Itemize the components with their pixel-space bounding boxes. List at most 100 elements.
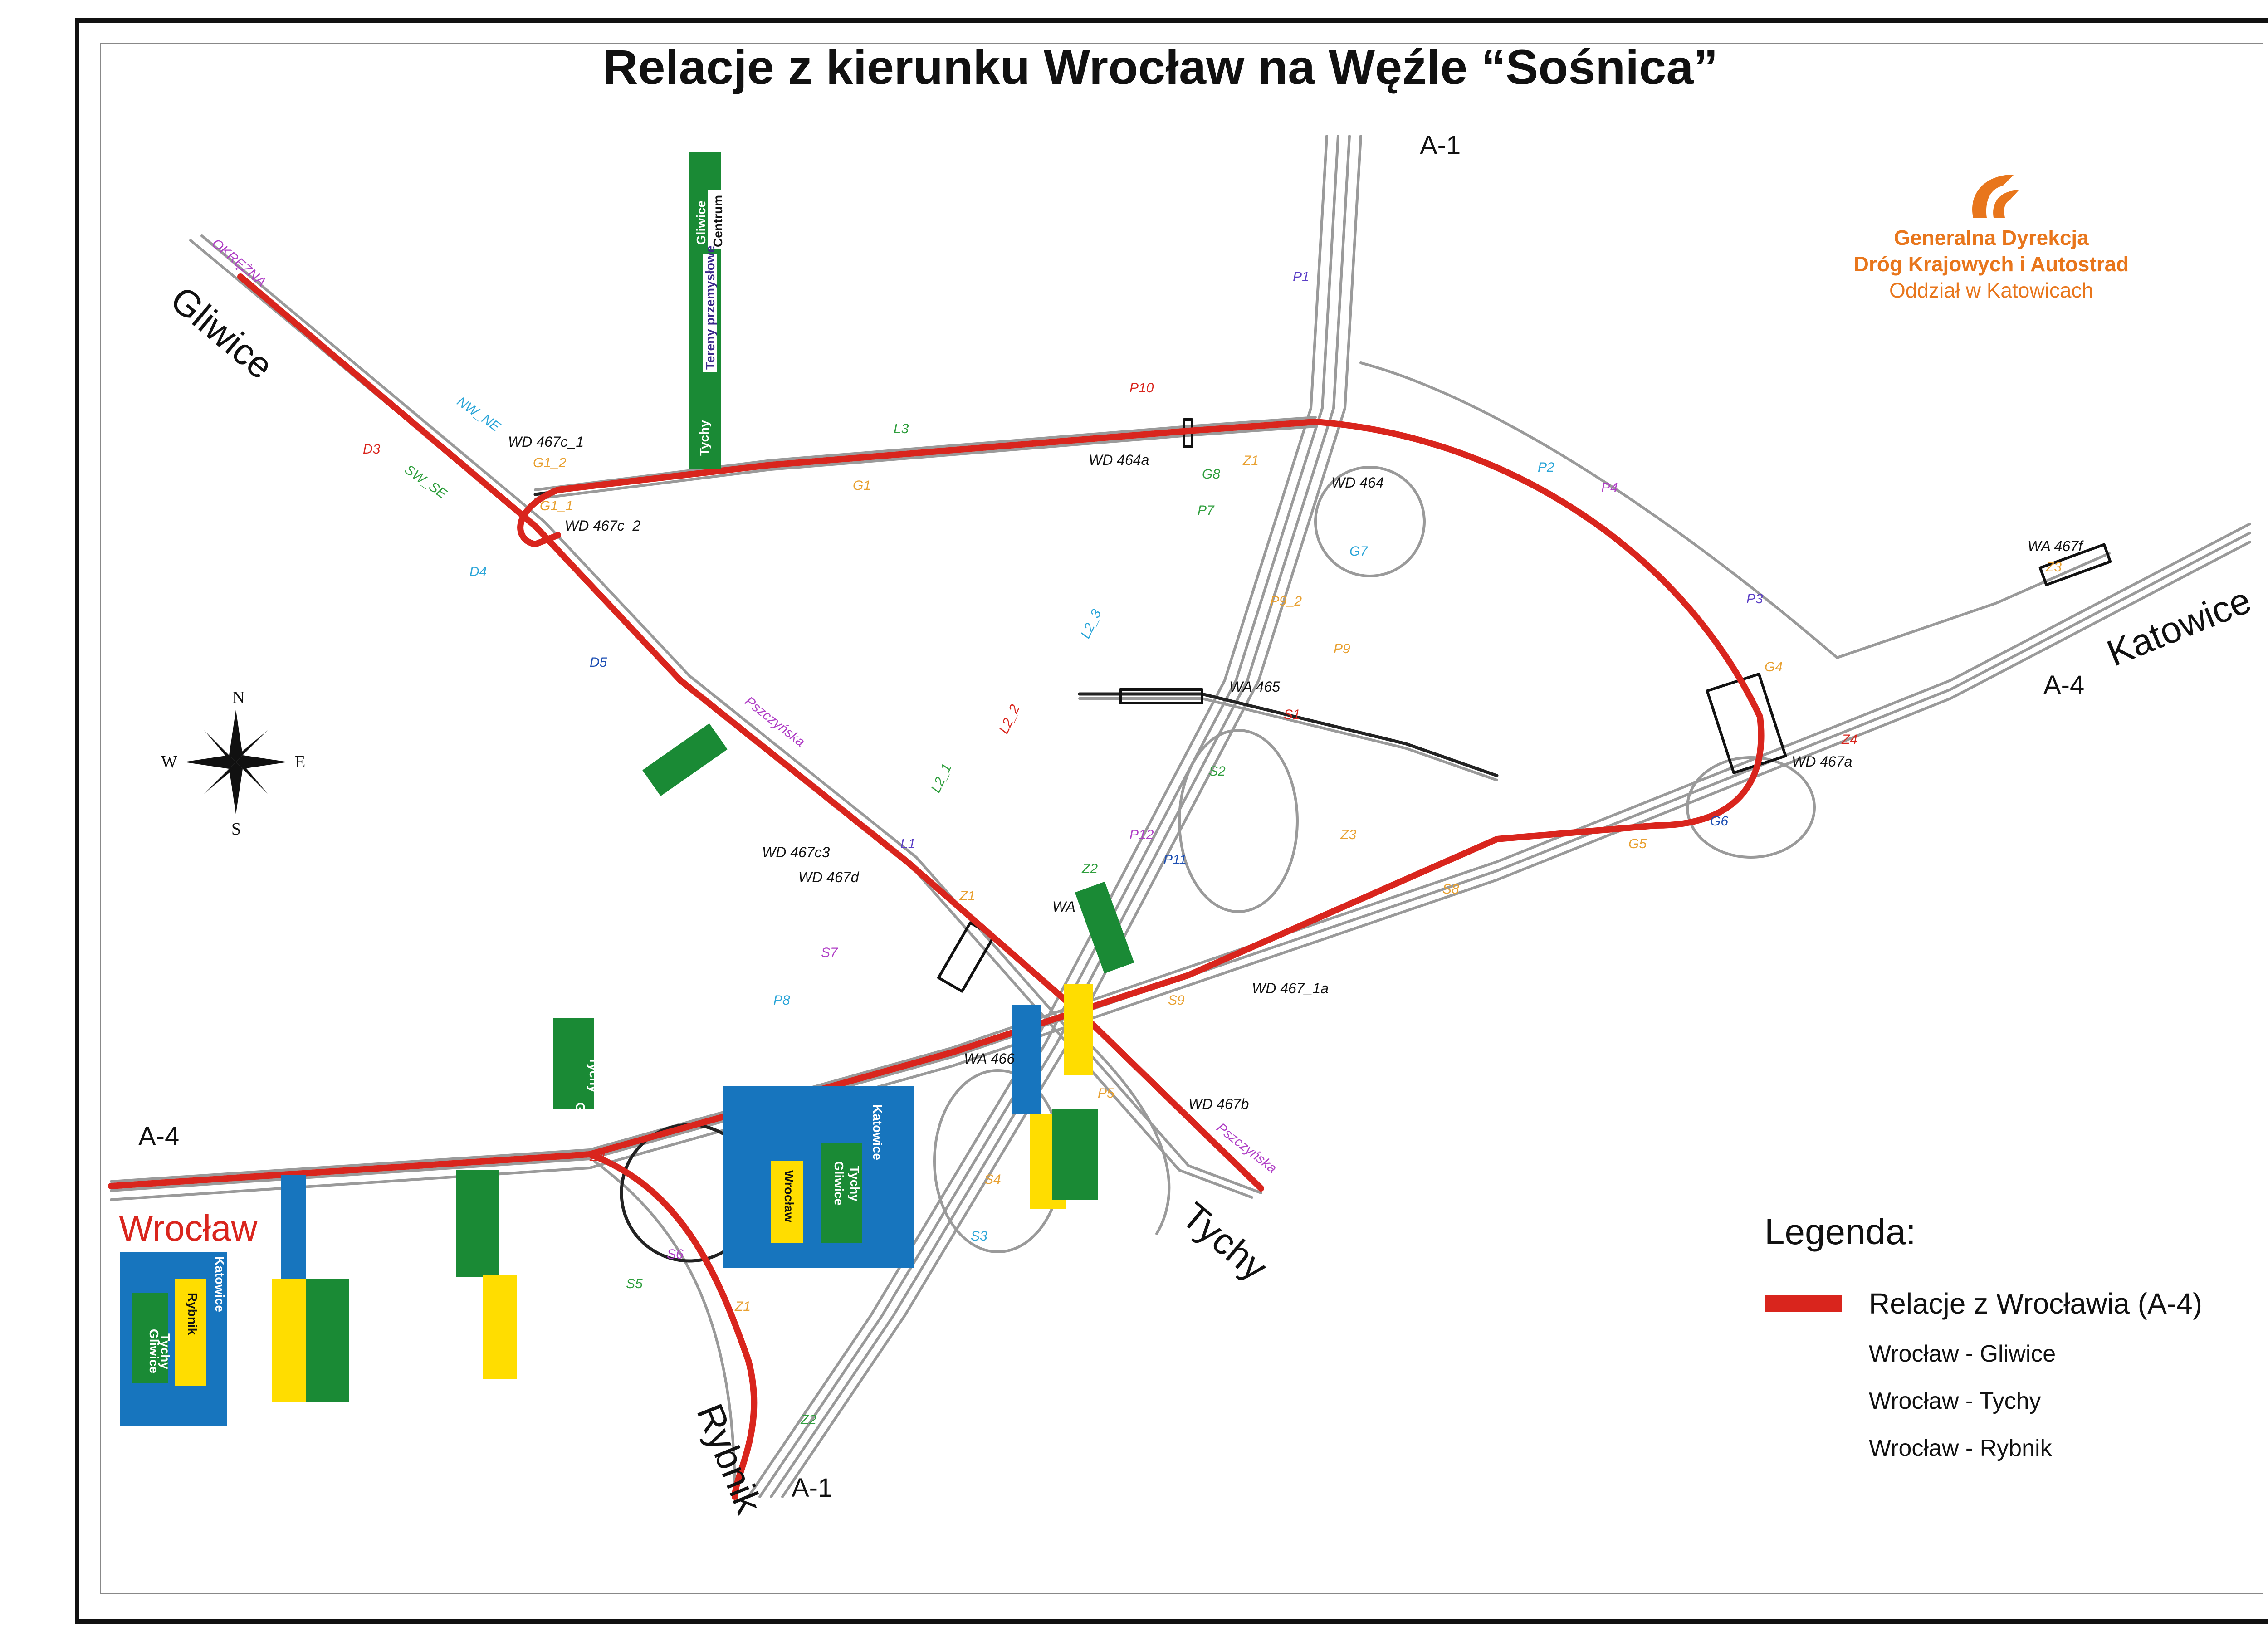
sign-gliwice-north: Gliwice	[694, 200, 708, 245]
ramp-s8: S8	[1442, 882, 1459, 897]
ramp-p2: P2	[1538, 460, 1554, 475]
ramp-l1: L1	[900, 836, 915, 851]
gddkia-logo-icon	[1972, 175, 2019, 218]
ramp-s1: S1	[1284, 707, 1300, 722]
sign-tychy-west2: Tychy	[158, 1333, 172, 1369]
ramp-l3: L3	[894, 421, 909, 436]
label-wd467-1a: WD 467_1a	[1252, 980, 1329, 996]
logo-line-1: Generalna Dyrekcja	[1894, 226, 2089, 249]
legend-item: Wrocław - Rybnik	[1869, 1435, 2052, 1461]
ramp-z1-a: Z1	[1242, 453, 1259, 468]
city-rybnik: Rybnik	[689, 1398, 770, 1519]
ramp-g1-2: G1_2	[533, 455, 567, 470]
map-frame	[75, 18, 2268, 1624]
sign-katowice-large: Katowice	[870, 1104, 885, 1160]
compass-w-label: W	[161, 752, 177, 772]
legend: Legenda: Relacje z Wrocławia (A-4) Wrocł…	[1765, 1211, 2263, 1462]
label-wa466: WA 466	[964, 1050, 1015, 1067]
sign-wroclaw-large: Wrocław	[782, 1170, 796, 1222]
label-wd467b: WD 467b	[1188, 1096, 1249, 1112]
label-wa: WA	[1052, 899, 1075, 915]
sign-centrum: Centrum	[711, 195, 725, 247]
ramp-l2-3: L2_3	[1078, 607, 1104, 641]
wroclaw-route-lines	[108, 274, 1765, 1500]
city-katowice: Katowice	[2102, 580, 2257, 674]
ramp-z4-a: Z4	[1841, 732, 1857, 747]
label-wd467c2: WD 467c_2	[565, 518, 640, 534]
logo-line-2: Dróg Krajowych i Autostrad	[1853, 252, 2129, 276]
ramp-g6: G6	[1710, 814, 1728, 829]
gddkia-logo: Generalna Dyrekcja Dróg Krajowych i Auto…	[1833, 168, 2150, 303]
ramp-p11: P11	[1163, 852, 1187, 867]
ramp-z3-b: Z3	[2045, 560, 2062, 575]
ramp-g8: G8	[1202, 467, 1220, 482]
ramp-s2: S2	[1209, 764, 1226, 779]
label-wd467a: WD 467a	[1792, 753, 1852, 770]
ramp-p8: P8	[773, 993, 790, 1008]
ramp-s9: S9	[1168, 993, 1185, 1008]
logo-line-3: Oddział w Katowicach	[1889, 278, 2093, 302]
road-a1-north: A-1	[1420, 131, 1461, 160]
road-a4-west: A-4	[138, 1122, 179, 1151]
ramp-nw-ne: NW_NE	[454, 394, 503, 435]
ramp-g5: G5	[1628, 836, 1647, 851]
city-tychy: Tychy	[1174, 1195, 1275, 1289]
sign-tychy-west: Tychy	[587, 1057, 601, 1093]
ramp-pszczynska-2: Pszczyńska	[1214, 1120, 1280, 1177]
legend-title: Legenda:	[1765, 1211, 1916, 1252]
sign-gliwice-west: Gliwice	[573, 1102, 587, 1147]
ramp-l2-2: L2_2	[996, 702, 1022, 736]
label-wa465: WA 465	[1229, 679, 1280, 695]
ramp-s4: S4	[984, 1172, 1001, 1187]
map-title: Relacje z kierunku Wrocław na Węźle “Soś…	[602, 39, 1718, 94]
road-a1-south: A-1	[792, 1473, 832, 1503]
ramp-z4-b: Z4	[589, 1149, 606, 1164]
ramp-p9-2: P9_2	[1270, 594, 1302, 609]
city-wroclaw: Wrocław	[119, 1208, 257, 1248]
legend-route-row: Relacje z Wrocławia (A-4)	[1765, 1287, 2263, 1320]
ramp-p1: P1	[1293, 269, 1310, 284]
ramp-p5: P5	[1098, 1086, 1114, 1101]
ramp-s7: S7	[821, 945, 838, 960]
ramp-p7: P7	[1198, 503, 1215, 518]
ramp-sw-se: SW_SE	[402, 462, 450, 502]
label-wd467c3: WD 467c3	[762, 844, 830, 860]
ramp-z2-b: Z2	[800, 1412, 816, 1427]
ramp-s3: S3	[971, 1229, 987, 1244]
legend-red-swatch	[1765, 1295, 1842, 1312]
ramp-z2-a: Z2	[1081, 861, 1098, 876]
ramp-s5: S5	[626, 1276, 643, 1291]
label-wd464: WD 464	[1331, 474, 1384, 491]
ramp-p4: P4	[1601, 480, 1618, 495]
legend-item: Wrocław - Tychy	[1869, 1388, 2041, 1414]
ramp-okrezna: OKRĘŻNA	[209, 236, 269, 290]
compass-rose: N S E W	[161, 688, 305, 839]
ramp-pszczynska-1: Pszczyńska	[742, 694, 808, 750]
sign-gliwice-large: Gliwice	[832, 1161, 846, 1206]
direction-signs	[120, 152, 1134, 1426]
road-a4-east: A-4	[2043, 670, 2084, 700]
label-wd467d: WD 467d	[798, 869, 860, 885]
ramp-z1-b: Z1	[959, 889, 975, 904]
ramp-d4: D4	[469, 564, 487, 579]
ramp-d5: D5	[590, 655, 607, 670]
label-wd464a: WD 464a	[1089, 452, 1149, 468]
ramp-z1-c: Z1	[734, 1299, 751, 1314]
label-wa467f: WA 467f	[2028, 538, 2084, 554]
sign-tychy-large: Tychy	[848, 1166, 862, 1201]
sign-tereny: Tereny przemysłowe	[703, 246, 717, 370]
sign-tychy-north: Tychy	[697, 420, 711, 456]
ramp-g7: G7	[1349, 544, 1368, 559]
ramp-g4: G4	[1765, 659, 1783, 674]
ramp-p10: P10	[1129, 381, 1154, 396]
ramp-s6: S6	[667, 1247, 684, 1262]
compass-n-label: N	[232, 688, 244, 707]
ramp-g1: G1	[853, 478, 871, 493]
ramp-d3: D3	[363, 442, 381, 457]
legend-item: Wrocław - Gliwice	[1869, 1341, 2056, 1367]
legend-route-label: Relacje z Wrocławia (A-4)	[1869, 1287, 2202, 1320]
ramp-p3: P3	[1746, 591, 1763, 606]
sign-gliwice-west2: Gliwice	[147, 1329, 161, 1373]
